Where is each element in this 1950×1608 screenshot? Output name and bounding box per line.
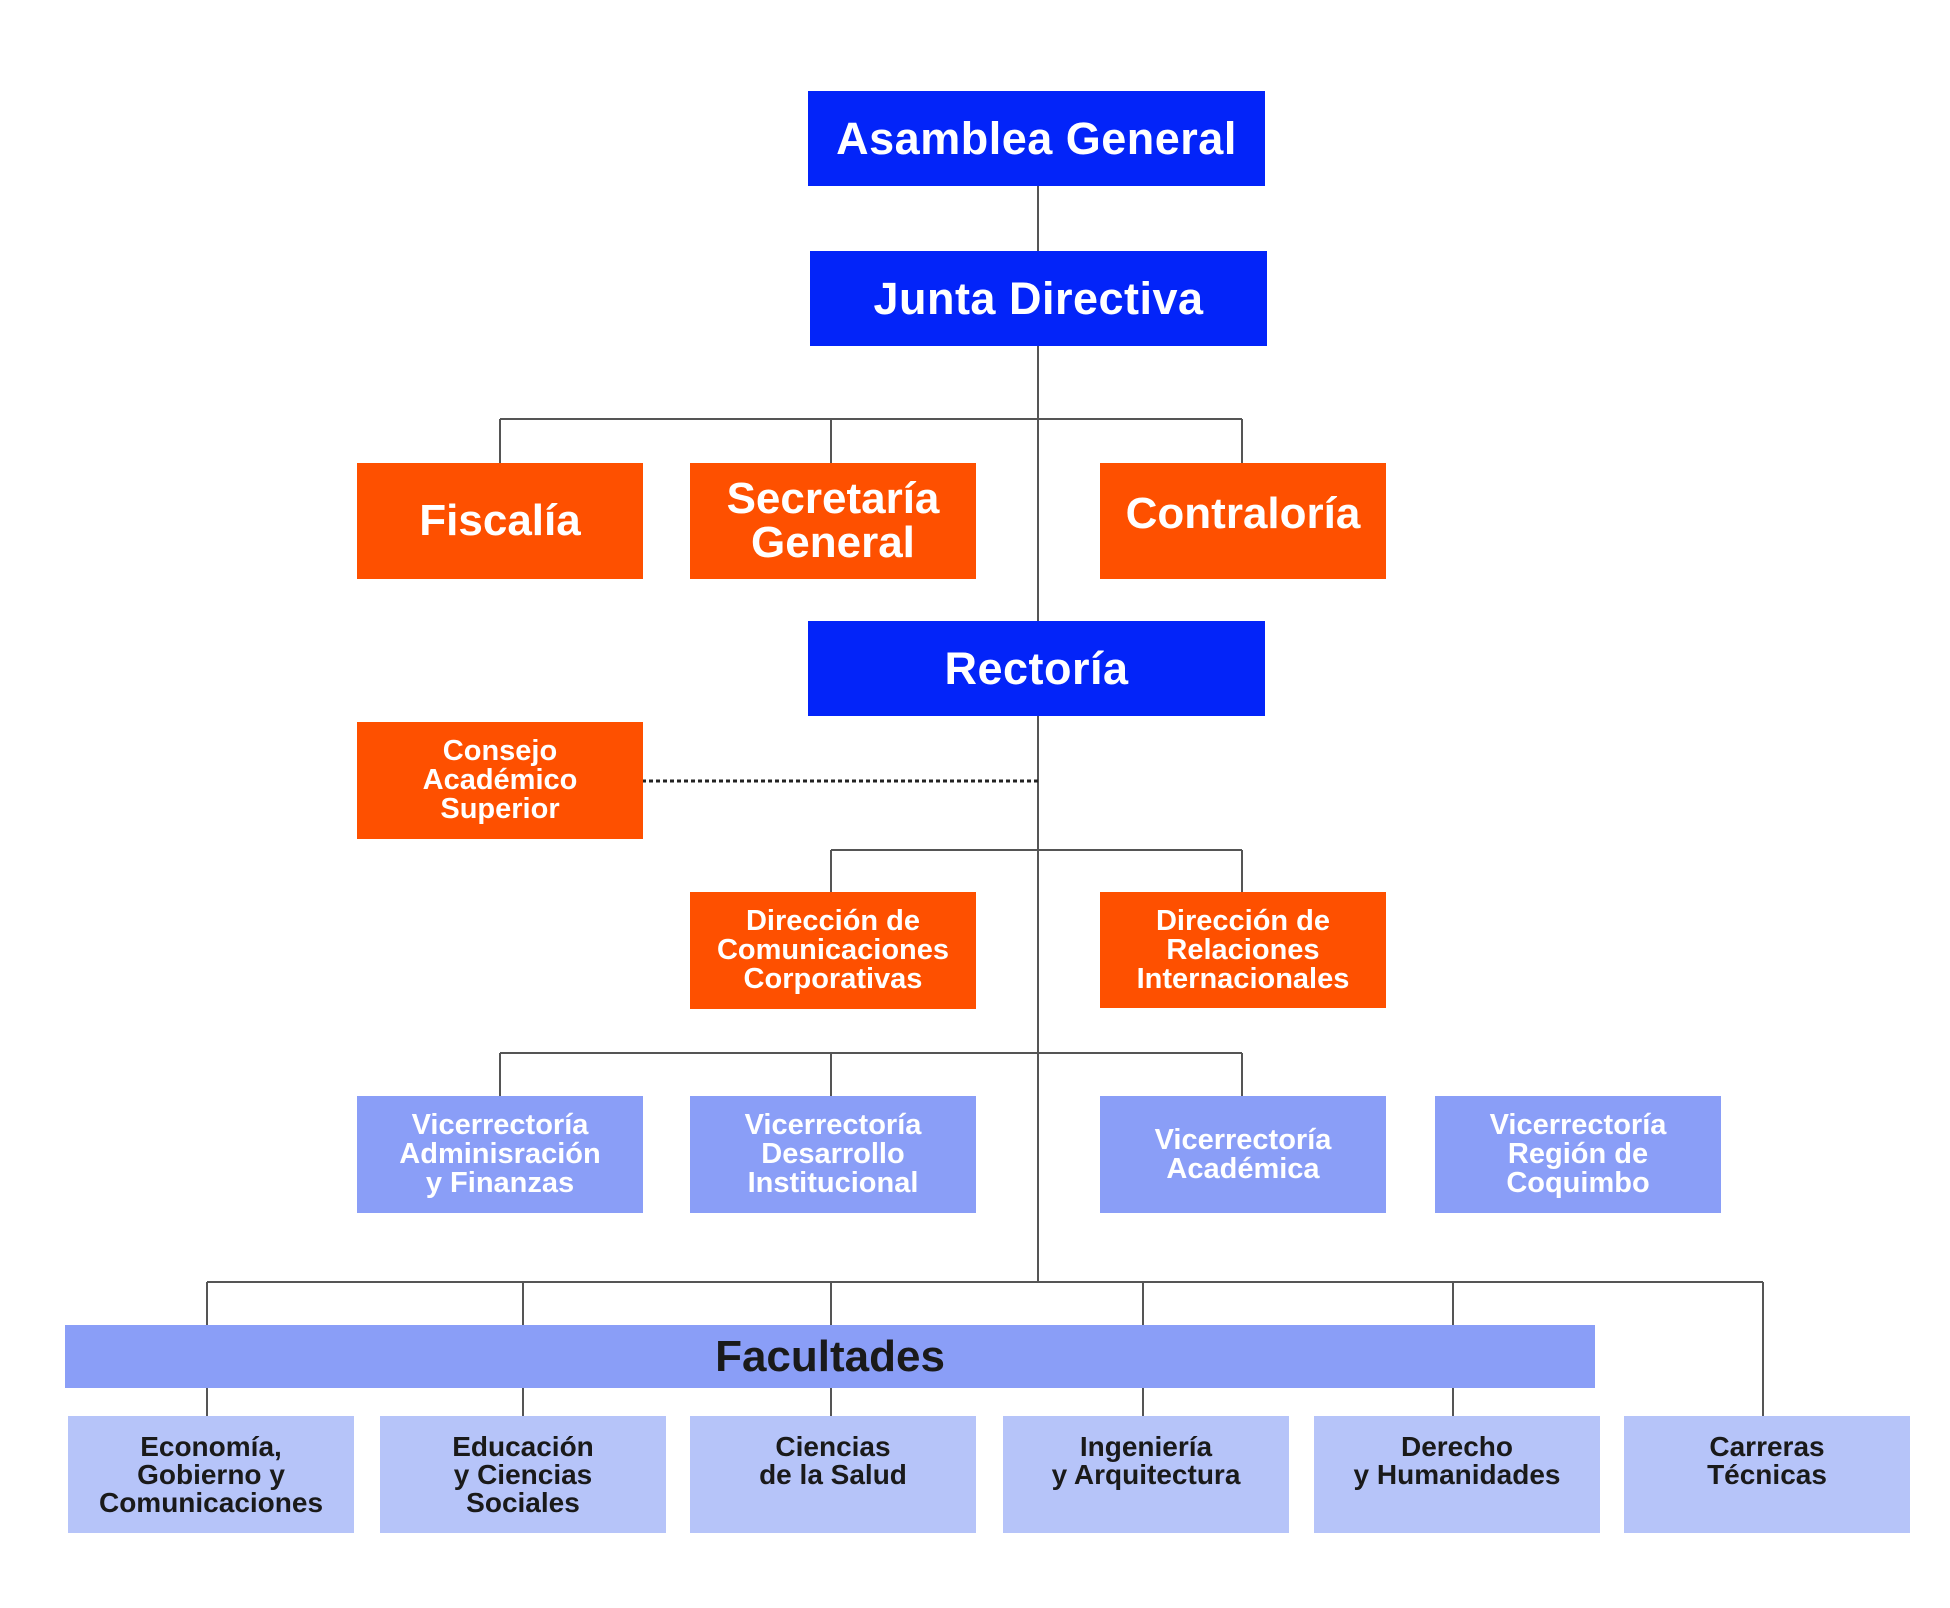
- consejo-academico-label: Consejo Académico Superior: [422, 735, 578, 825]
- junta-directiva-box: Junta Directiva: [810, 251, 1267, 346]
- facultad-educacion-box: Educación y Ciencias Sociales: [380, 1416, 666, 1533]
- secretaria-general-label: Secretaría General: [726, 474, 940, 567]
- facultad-derecho-box: Derecho y Humanidades: [1314, 1416, 1600, 1533]
- vicerrectoria-academica-box: Vicerrectoría Académica: [1100, 1096, 1386, 1213]
- facultad-salud-label: Ciencias de la Salud: [759, 1430, 907, 1490]
- vicerrectoria-desarrollo-label: Vicerrectoría Desarrollo Institucional: [744, 1109, 922, 1199]
- facultad-economia-box: Economía, Gobierno y Comunicaciones: [68, 1416, 354, 1533]
- junta-directiva-label: Junta Directiva: [873, 272, 1204, 324]
- facultad-educacion-label: Educación y Ciencias Sociales: [452, 1430, 594, 1518]
- facultad-derecho-label: Derecho y Humanidades: [1353, 1430, 1561, 1490]
- facultad-ingenieria-label: Ingeniería y Arquitectura: [1051, 1430, 1241, 1490]
- contraloria-label: Contraloría: [1125, 489, 1361, 538]
- fiscalia-label: Fiscalía: [419, 496, 581, 545]
- asamblea-general-label: Asamblea General: [836, 112, 1237, 164]
- direccion-comunicaciones-box: Dirección de Comunicaciones Corporativas: [690, 892, 976, 1009]
- vicerrectoria-coquimbo-label: Vicerrectoría Región de Coquimbo: [1489, 1109, 1667, 1199]
- rectoria-box: Rectoría: [808, 621, 1265, 716]
- facultad-economia-label: Economía, Gobierno y Comunicaciones: [98, 1430, 324, 1518]
- secretaria-general-box: Secretaría General: [690, 463, 976, 579]
- vicerrectoria-administracion-label: Vicerrectoría Adminisración y Finanzas: [399, 1109, 601, 1199]
- facultades-bar: Facultades: [65, 1325, 1595, 1388]
- direccion-comunicaciones-label: Dirección de Comunicaciones Corporativas: [716, 905, 950, 995]
- facultad-ingenieria-box: Ingeniería y Arquitectura: [1003, 1416, 1289, 1533]
- facultades-label: Facultades: [715, 1331, 945, 1381]
- vicerrectoria-desarrollo-box: Vicerrectoría Desarrollo Institucional: [690, 1096, 976, 1213]
- facultad-salud-box: Ciencias de la Salud: [690, 1416, 976, 1533]
- vicerrectoria-coquimbo-box: Vicerrectoría Región de Coquimbo: [1435, 1096, 1721, 1213]
- carreras-tecnicas-label: Carreras Técnicas: [1707, 1430, 1827, 1490]
- direccion-relaciones-label: Dirección de Relaciones Internacionales: [1136, 904, 1350, 995]
- fiscalia-box: Fiscalía: [357, 463, 643, 579]
- rectoria-label: Rectoría: [944, 642, 1129, 694]
- contraloria-box: Contraloría: [1100, 463, 1386, 579]
- asamblea-general-box: Asamblea General: [808, 91, 1265, 186]
- direccion-relaciones-box: Dirección de Relaciones Internacionales: [1100, 892, 1386, 1008]
- consejo-academico-box: Consejo Académico Superior: [357, 722, 643, 839]
- vicerrectoria-academica-label: Vicerrectoría Académica: [1154, 1123, 1332, 1185]
- carreras-tecnicas-box: Carreras Técnicas: [1624, 1416, 1910, 1533]
- vicerrectoria-administracion-box: Vicerrectoría Adminisración y Finanzas: [357, 1096, 643, 1213]
